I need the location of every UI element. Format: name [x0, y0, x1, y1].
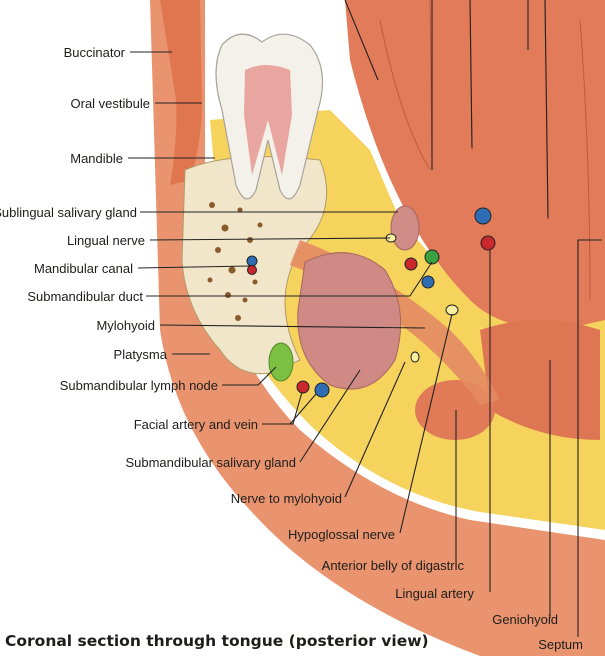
label-lingual-nerve: Lingual nerve	[67, 233, 145, 248]
facial-artery-shape	[297, 381, 309, 393]
duct-vein-shape	[422, 276, 434, 288]
label-buccinator: Buccinator	[64, 45, 126, 60]
canal-artery-shape	[248, 266, 257, 275]
label-platysma: Platysma	[114, 347, 168, 362]
facial-vein-shape	[315, 383, 329, 397]
label-geniohyoid: Geniohyoid	[492, 612, 558, 627]
canal-vein-shape	[247, 256, 257, 266]
lingual-vein-shape	[475, 208, 491, 224]
duct-green-shape	[425, 250, 439, 264]
label-mylohyoid: Mylohyoid	[96, 318, 155, 333]
submandibular-gland-shape	[298, 253, 401, 389]
label-sublingual-salivary-gland: Sublingual salivary gland	[0, 205, 137, 220]
label-mandible: Mandible	[70, 151, 123, 166]
label-lingual-artery: Lingual artery	[395, 586, 474, 601]
label-hypoglossal-nerve: Hypoglossal nerve	[288, 527, 395, 542]
sublingual-gland-shape	[391, 206, 419, 250]
duct-artery-shape	[405, 258, 417, 270]
figure-caption: Coronal section through tongue (posterio…	[5, 632, 429, 650]
label-mandibular-canal: Mandibular canal	[34, 261, 133, 276]
label-submandibular-salivary-gland: Submandibular salivary gland	[125, 455, 296, 470]
label-submandibular-duct: Submandibular duct	[27, 289, 143, 304]
hypoglossal-nerve-shape	[446, 305, 458, 315]
label-oral-vestibule: Oral vestibule	[71, 96, 150, 111]
lymph-node-shape	[269, 343, 293, 381]
label-septum: Septum	[538, 637, 583, 652]
label-nerve-to-mylohyoid: Nerve to mylohyoid	[231, 491, 342, 506]
lingual-artery-shape	[481, 236, 495, 250]
label-anterior-belly-of-digastric: Anterior belly of digastric	[322, 558, 465, 573]
label-submandibular-lymph-node: Submandibular lymph node	[60, 378, 218, 393]
label-facial-artery-and-vein: Facial artery and vein	[134, 417, 258, 432]
nerve-to-mylohyoid-shape	[411, 352, 419, 362]
